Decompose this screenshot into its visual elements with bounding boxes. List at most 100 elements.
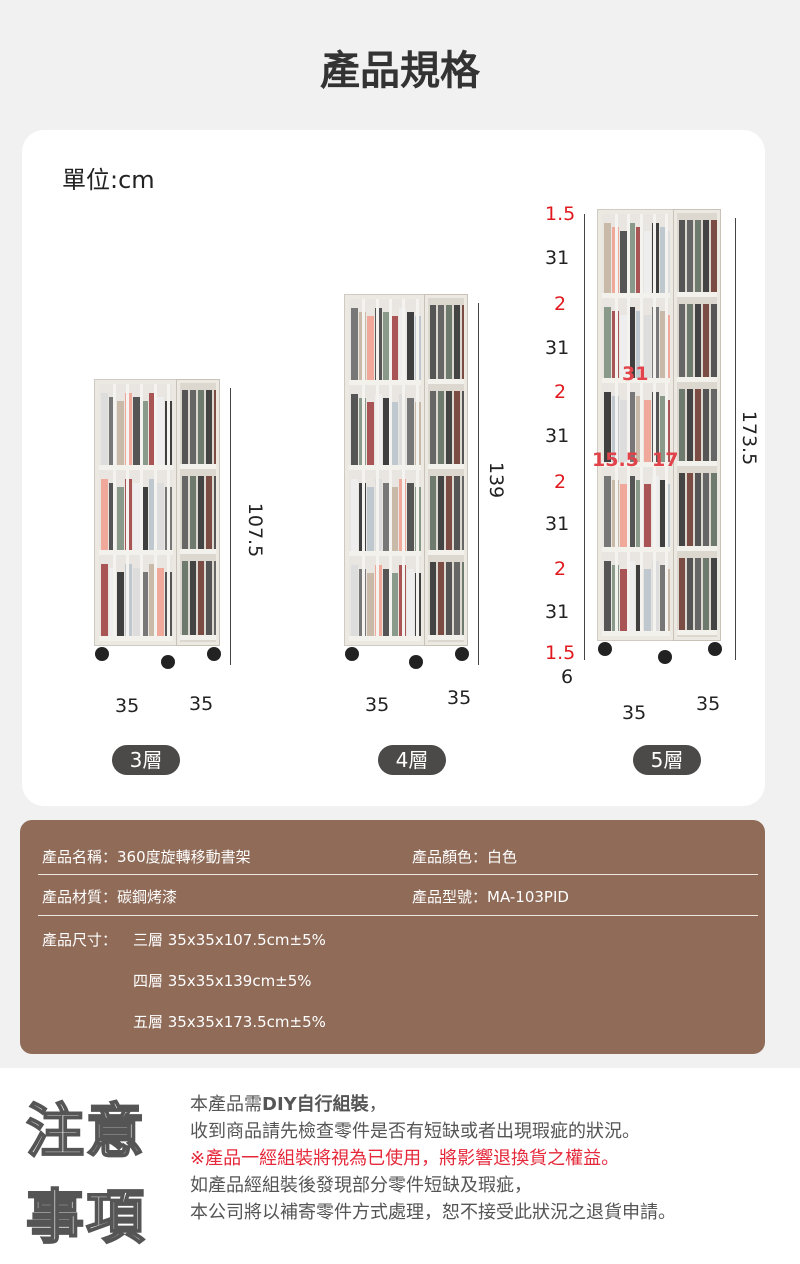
page-title: 產品規格 xyxy=(320,48,480,94)
book xyxy=(604,560,611,631)
book xyxy=(157,568,164,636)
height-dimension-line xyxy=(735,218,736,660)
bar xyxy=(652,214,656,294)
book xyxy=(157,482,164,551)
book xyxy=(198,561,204,635)
divider xyxy=(38,915,758,916)
book xyxy=(149,478,156,551)
shelf-tier xyxy=(180,383,216,469)
book xyxy=(703,388,709,462)
bar xyxy=(362,299,366,380)
book xyxy=(351,479,358,551)
book xyxy=(711,557,717,630)
book xyxy=(446,305,452,379)
notice-heading-2: 事項 xyxy=(25,1182,147,1252)
bar xyxy=(389,299,392,380)
book xyxy=(620,484,627,547)
wheel-icon xyxy=(455,647,469,661)
bar xyxy=(614,551,618,631)
bar xyxy=(627,298,631,378)
book xyxy=(133,397,140,465)
bar xyxy=(415,384,419,465)
bar xyxy=(640,214,643,294)
book xyxy=(668,399,670,463)
book xyxy=(367,572,374,636)
book xyxy=(703,304,709,377)
book xyxy=(644,315,651,378)
shelf-tier xyxy=(99,469,173,556)
book xyxy=(182,475,188,550)
book xyxy=(644,399,651,463)
book xyxy=(695,388,701,462)
book xyxy=(679,304,685,377)
book xyxy=(703,473,709,546)
shelf-tier xyxy=(602,551,670,636)
divider xyxy=(38,874,758,875)
bar xyxy=(126,384,130,465)
shelf-tier xyxy=(180,554,216,640)
notice-line-1: 本產品需DIY自行組裝， xyxy=(190,1091,676,1118)
book xyxy=(367,487,374,551)
book xyxy=(214,475,216,550)
bar xyxy=(112,384,116,465)
height-dimension-line xyxy=(478,303,479,665)
book xyxy=(628,223,635,294)
bar xyxy=(665,298,669,378)
wheel-icon xyxy=(598,642,612,656)
bar xyxy=(614,214,618,294)
book xyxy=(214,561,216,635)
book xyxy=(391,487,398,551)
bar xyxy=(362,470,366,551)
book xyxy=(660,227,667,294)
book xyxy=(668,568,670,631)
book xyxy=(438,476,444,550)
book xyxy=(206,561,212,635)
bar xyxy=(640,467,643,547)
book xyxy=(430,476,436,550)
book xyxy=(660,311,667,378)
notice-line-4: 如產品經組裝後發現部分零件短缺及瑕疵， xyxy=(190,1175,532,1196)
wheel-icon xyxy=(345,647,359,661)
book xyxy=(644,568,651,631)
book xyxy=(695,304,701,377)
shelf-tier xyxy=(99,555,173,641)
bar xyxy=(140,384,143,465)
tier-height-3: 31 xyxy=(545,425,570,447)
book xyxy=(711,388,717,462)
height-label-4: 139 xyxy=(485,461,508,499)
shelf-tier xyxy=(349,555,421,641)
top-plate-label: 1.5 xyxy=(545,203,576,225)
notice-heading-1: 注意 xyxy=(25,1096,147,1166)
spec-size-4: 四層 35x35x139cm±5% xyxy=(133,972,312,990)
book xyxy=(133,482,140,551)
tier-height-2: 31 xyxy=(545,337,570,359)
height-dimension-line xyxy=(230,388,231,665)
bar xyxy=(415,470,419,551)
book xyxy=(636,395,643,463)
bar xyxy=(652,382,656,463)
book xyxy=(462,305,464,379)
spec-model: 產品型號：MA-103PID xyxy=(412,888,569,906)
notice-line-1-pre: 本產品需 xyxy=(190,1094,262,1115)
bar xyxy=(627,214,631,294)
book xyxy=(668,484,670,547)
book xyxy=(383,483,390,551)
spec-material: 產品材質：碳鋼烤漆 xyxy=(42,888,178,906)
bar xyxy=(167,469,171,551)
book xyxy=(101,393,108,465)
book xyxy=(679,557,685,630)
book xyxy=(133,568,140,636)
shelf-tier xyxy=(677,297,717,382)
book xyxy=(628,476,635,547)
book xyxy=(157,397,164,465)
bar xyxy=(415,555,419,636)
bar xyxy=(375,470,379,551)
shelf-tier xyxy=(428,469,464,555)
tier-height-5: 31 xyxy=(545,601,570,623)
bar xyxy=(153,555,157,636)
book xyxy=(149,393,156,465)
book xyxy=(206,475,212,550)
book xyxy=(620,568,627,631)
book xyxy=(190,475,196,550)
book xyxy=(668,231,670,294)
